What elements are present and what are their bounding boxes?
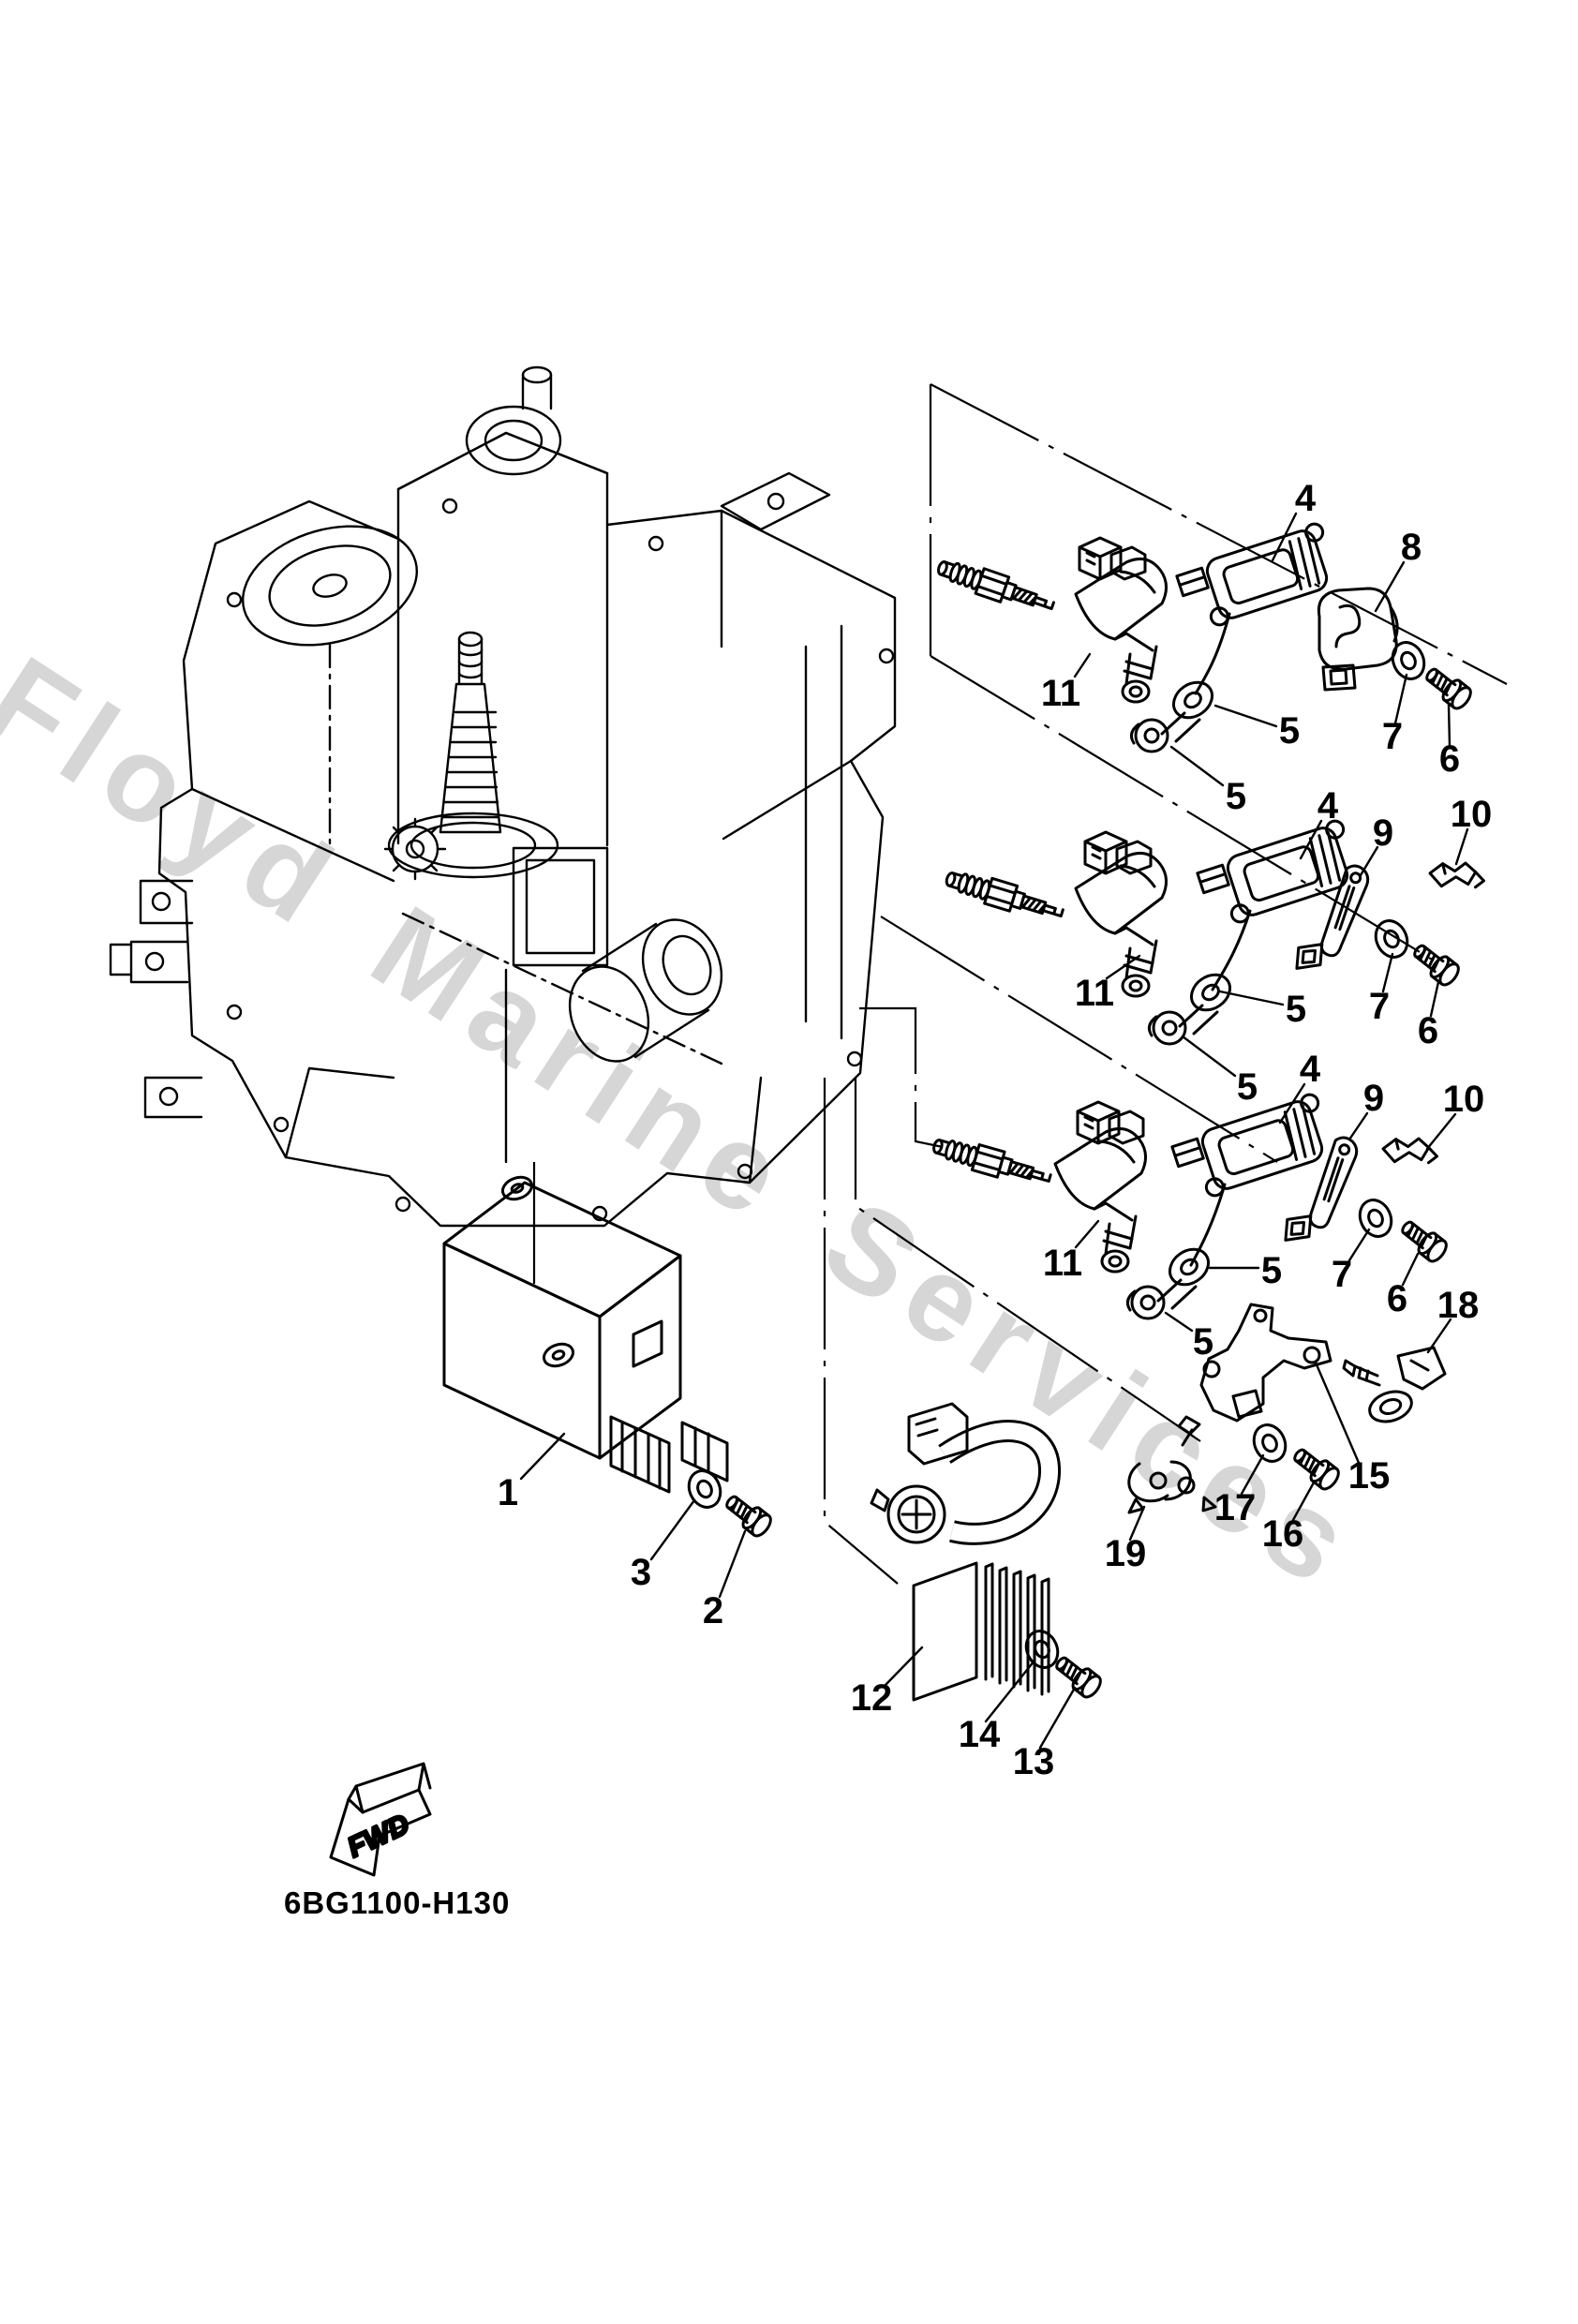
flywheel-cover [229, 507, 431, 664]
harness-clamp-19 [1129, 1417, 1215, 1512]
coil-bracket-9 [1293, 857, 1372, 979]
grommets [1125, 1240, 1217, 1320]
rectifier-regulator [871, 1404, 1106, 1702]
callout-18: 18 [1437, 1285, 1480, 1326]
crankshaft-cone [389, 633, 558, 877]
callout-6: 6 [1438, 738, 1461, 780]
spark-plug-icon [942, 864, 1067, 928]
coil-wire [1213, 911, 1250, 990]
callout-5: 5 [1236, 1066, 1258, 1108]
fwd-arrow-icon: FWD [331, 1764, 430, 1875]
callout-4: 4 [1294, 478, 1317, 519]
callout-3: 3 [630, 1552, 652, 1593]
callout-4: 4 [1317, 785, 1339, 827]
callout-6: 6 [1417, 1010, 1439, 1051]
callout-7: 7 [1368, 986, 1391, 1027]
washer [1385, 635, 1432, 686]
ignition-coil [1193, 817, 1363, 932]
callout-13: 13 [1012, 1741, 1055, 1782]
callout-7: 7 [1381, 716, 1404, 757]
divider-line-3 [881, 916, 1277, 1162]
callout-5: 5 [1278, 710, 1301, 752]
ignition-row-1 [933, 520, 1476, 753]
washer-17 [1246, 1418, 1293, 1468]
engine-block [111, 367, 895, 1226]
callout-12: 12 [850, 1677, 893, 1719]
coil-connector [1076, 1100, 1145, 1145]
callout-leader-lines [521, 514, 1467, 1748]
callout-11: 11 [1074, 973, 1115, 1014]
coil-wire [1196, 614, 1229, 693]
spark-plug-icon [929, 1131, 1055, 1193]
fwd-label: FWD [343, 1809, 414, 1864]
grommets [1129, 673, 1221, 753]
bolt-13 [1050, 1650, 1106, 1702]
callout-4: 4 [1299, 1049, 1321, 1090]
wire-retainer-18 [1344, 1348, 1445, 1426]
callout-16: 16 [1261, 1513, 1304, 1555]
washer [1352, 1193, 1399, 1244]
intake-silencer [398, 367, 607, 489]
plug-cap [1074, 557, 1169, 704]
bolt [1407, 938, 1464, 990]
round-plug [871, 1486, 945, 1542]
divider-line-2 [930, 656, 1434, 961]
reference-lines [534, 384, 1507, 1584]
ecu-connectors [611, 1417, 727, 1492]
callout-17: 17 [1213, 1487, 1257, 1528]
bolt-16 [1288, 1442, 1344, 1494]
harness-clip-10 [1379, 1132, 1441, 1169]
starter-motor [556, 908, 735, 1073]
drawing-code: 6BG1100-H130 [284, 1885, 511, 1920]
callout-5: 5 [1260, 1250, 1283, 1291]
ignition-coil [1168, 1091, 1338, 1206]
cdi-unit [444, 1173, 776, 1541]
callout-5: 5 [1225, 776, 1247, 817]
timing-gear [385, 819, 445, 879]
callout-14: 14 [958, 1714, 1001, 1755]
coil-wire [1191, 1184, 1225, 1265]
callout-15: 15 [1347, 1455, 1391, 1497]
callout-10: 10 [1450, 794, 1493, 835]
ignition-coil [1172, 520, 1343, 635]
rectifier-fins [914, 1563, 1049, 1700]
mounting-bracket-15 [1201, 1304, 1331, 1421]
leader-to-sparkplug-3 [859, 1008, 943, 1147]
callout-2: 2 [702, 1590, 724, 1631]
spark-plug-icon [933, 553, 1059, 620]
coil-bracket-8 [1318, 588, 1397, 690]
rectifier-connector [909, 1404, 967, 1464]
callout-8: 8 [1400, 527, 1422, 568]
callout-11: 11 [1042, 1243, 1083, 1284]
callout-19: 19 [1104, 1533, 1147, 1574]
ignition-row-2 [942, 817, 1488, 1046]
callout-5: 5 [1192, 1321, 1214, 1363]
ignition-row-3 [929, 1091, 1451, 1320]
divider-line-1 [930, 384, 1507, 684]
callout-7: 7 [1331, 1254, 1353, 1295]
mounting-lugs [111, 881, 201, 1117]
callout-6: 6 [1386, 1278, 1408, 1319]
leader-to-bracket-cluster [856, 1078, 1200, 1441]
bracket-cluster [1129, 1304, 1445, 1512]
bolt-2 [720, 1489, 776, 1541]
leader-to-rectifier [825, 1078, 898, 1584]
callout-9: 9 [1372, 812, 1394, 854]
bolt [1395, 1214, 1451, 1266]
callout-10: 10 [1442, 1079, 1485, 1120]
callout-11: 11 [1040, 673, 1081, 714]
callout-1: 1 [497, 1472, 519, 1513]
grommets [1147, 965, 1239, 1046]
callout-9: 9 [1362, 1078, 1385, 1119]
callout-5: 5 [1285, 989, 1307, 1030]
